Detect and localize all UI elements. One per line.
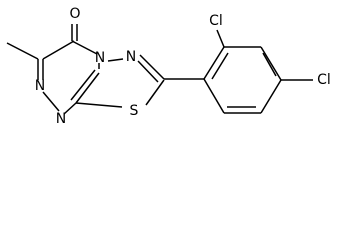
chemical-structure: O N N N N S Cl Cl — [6, 6, 331, 127]
nitrogen-atom-label: N — [126, 49, 136, 65]
sulfur-atom-label: S — [130, 103, 139, 119]
nitrogen-atom-label: N — [56, 111, 66, 127]
nitrogen-atom-label: N — [95, 50, 105, 66]
chlorine-atom-label: Cl — [209, 13, 223, 29]
nitrogen-atom-label: N — [35, 78, 45, 94]
atom-labels: O N N N N S Cl Cl — [35, 6, 331, 127]
oxygen-atom-label: O — [69, 6, 80, 22]
bond-lines — [6, 24, 313, 115]
chlorine-atom-label: Cl — [317, 72, 331, 88]
